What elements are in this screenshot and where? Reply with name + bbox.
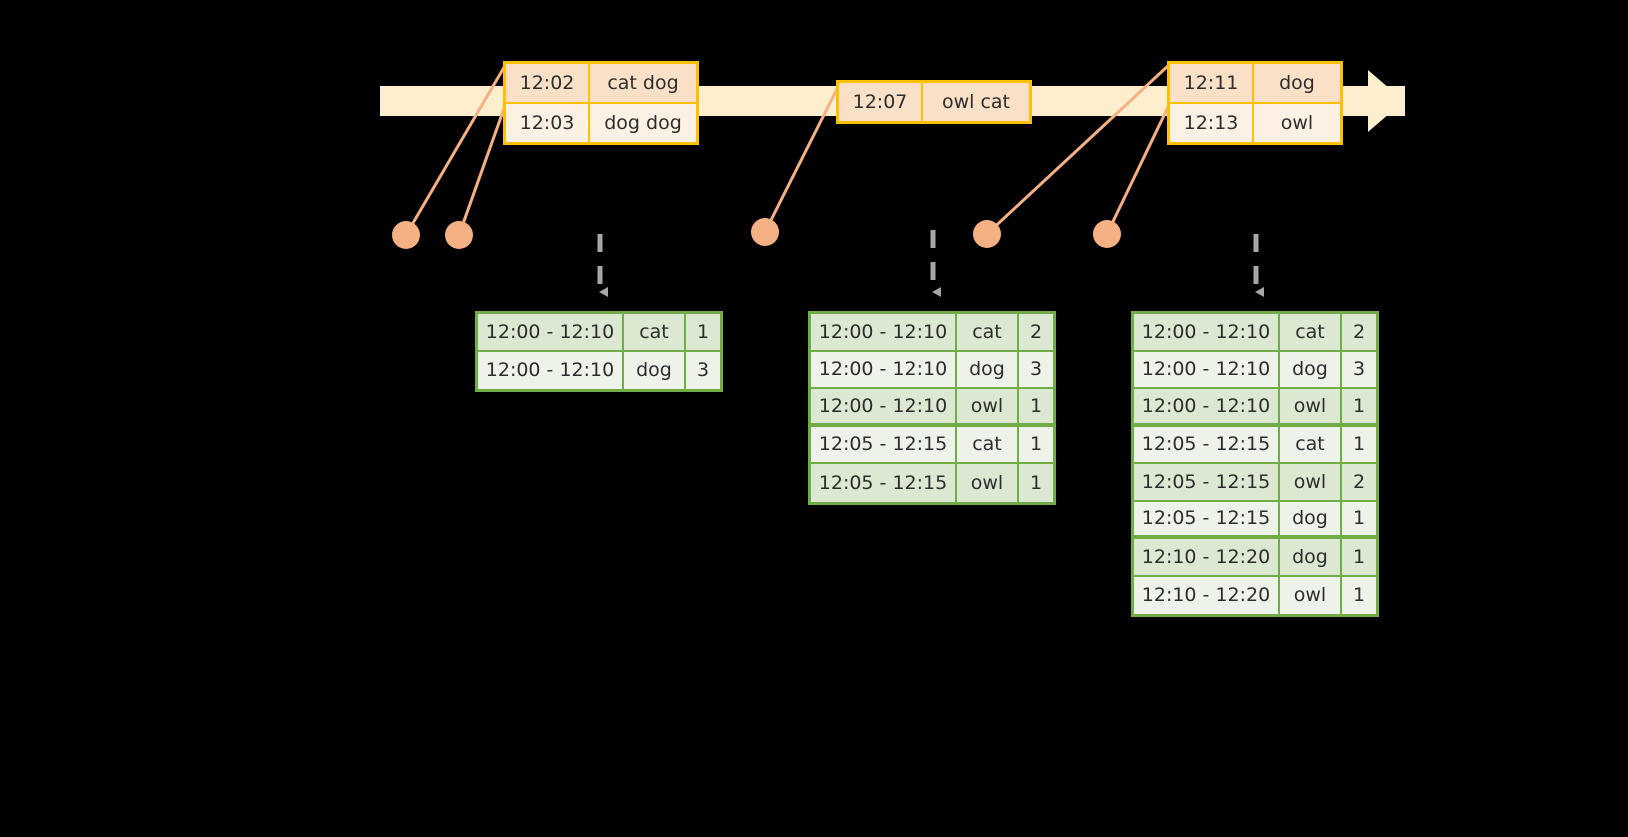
- dashed-arrows-group: [597, 230, 1264, 297]
- event-dots-group: [392, 218, 1121, 249]
- cell-count: 3: [1342, 351, 1376, 389]
- cell-word: cat: [624, 314, 686, 352]
- event-time: 12:13: [1170, 104, 1254, 142]
- timeline-event-row: 12:07 owl cat: [839, 83, 1029, 121]
- cell-word: dog: [624, 351, 686, 389]
- cell-word: dog: [1280, 501, 1342, 539]
- cell-window: 12:00 - 12:10: [1134, 351, 1280, 389]
- cell-count: 3: [686, 351, 720, 389]
- cell-count: 2: [1019, 314, 1053, 352]
- cell-window: 12:00 - 12:10: [811, 351, 957, 389]
- cell-count: 1: [1342, 539, 1376, 577]
- cell-window: 12:00 - 12:10: [1134, 389, 1280, 427]
- cell-window: 12:00 - 12:10: [478, 314, 624, 352]
- event-payload: owl: [1254, 104, 1340, 142]
- event-dot-1213: [1093, 220, 1121, 248]
- cell-window: 12:05 - 12:15: [1134, 426, 1280, 464]
- cell-word: dog: [957, 351, 1019, 389]
- event-time: 12:11: [1170, 64, 1254, 102]
- cell-count: 1: [1019, 426, 1053, 464]
- connector-line-1203: [457, 102, 508, 236]
- cell-word: cat: [1280, 426, 1342, 464]
- cell-count: 3: [1019, 351, 1053, 389]
- cell-window: 12:05 - 12:15: [1134, 501, 1280, 539]
- event-time: 12:07: [839, 83, 923, 121]
- cell-window: 12:00 - 12:10: [1134, 314, 1280, 352]
- cell-word: cat: [1280, 314, 1342, 352]
- timeline-event-row: 12:02 cat dog: [506, 64, 696, 102]
- event-dot-1207: [751, 218, 779, 246]
- cell-count: 1: [686, 314, 720, 352]
- cell-window: 12:10 - 12:20: [1134, 539, 1280, 577]
- cell-count: 1: [1342, 501, 1376, 539]
- cell-word: dog: [1280, 539, 1342, 577]
- cell-count: 2: [1342, 464, 1376, 502]
- cell-word: owl: [1280, 389, 1342, 427]
- event-time: 12:02: [506, 64, 590, 102]
- cell-count: 1: [1019, 464, 1053, 502]
- connector-line-1213: [1105, 102, 1172, 235]
- event-payload: owl cat: [923, 83, 1029, 121]
- timeline-arrowhead-icon: [1368, 70, 1404, 132]
- timeline-event-row: 12:11 dog: [1170, 64, 1340, 102]
- cell-window: 12:00 - 12:10: [811, 389, 957, 427]
- cell-window: 12:00 - 12:10: [478, 351, 624, 389]
- cell-word: owl: [1280, 464, 1342, 502]
- timeline-event-box-1[interactable]: 12:02 cat dog 12:03 dog dog: [503, 61, 699, 145]
- event-dot-1203: [445, 221, 473, 249]
- timeline-event-box-3[interactable]: 12:11 dog 12:13 owl: [1167, 61, 1343, 145]
- event-time: 12:03: [506, 104, 590, 142]
- cell-window: 12:05 - 12:15: [811, 464, 957, 502]
- cell-word: cat: [957, 314, 1019, 352]
- cell-count: 1: [1342, 389, 1376, 427]
- timeline-event-row: 12:03 dog dog: [506, 102, 696, 142]
- cell-count: 1: [1342, 426, 1376, 464]
- cell-window: 12:10 - 12:20: [1134, 576, 1280, 614]
- event-dot-1202: [392, 221, 420, 249]
- cell-count: 1: [1342, 576, 1376, 614]
- cell-window: 12:05 - 12:15: [811, 426, 957, 464]
- cell-count: 2: [1342, 314, 1376, 352]
- cell-word: dog: [1280, 351, 1342, 389]
- event-payload: dog: [1254, 64, 1340, 102]
- cell-word: cat: [957, 426, 1019, 464]
- cell-window: 12:05 - 12:15: [1134, 464, 1280, 502]
- cell-window: 12:00 - 12:10: [811, 314, 957, 352]
- cell-word: owl: [957, 389, 1019, 427]
- event-dot-1211: [973, 220, 1001, 248]
- cell-word: owl: [957, 464, 1019, 502]
- cell-word: owl: [1280, 576, 1342, 614]
- event-payload: cat dog: [590, 64, 696, 102]
- event-payload: dog dog: [590, 104, 696, 142]
- cell-count: 1: [1019, 389, 1053, 427]
- timeline-event-row: 12:13 owl: [1170, 102, 1340, 142]
- timeline-event-box-2[interactable]: 12:07 owl cat: [836, 80, 1032, 124]
